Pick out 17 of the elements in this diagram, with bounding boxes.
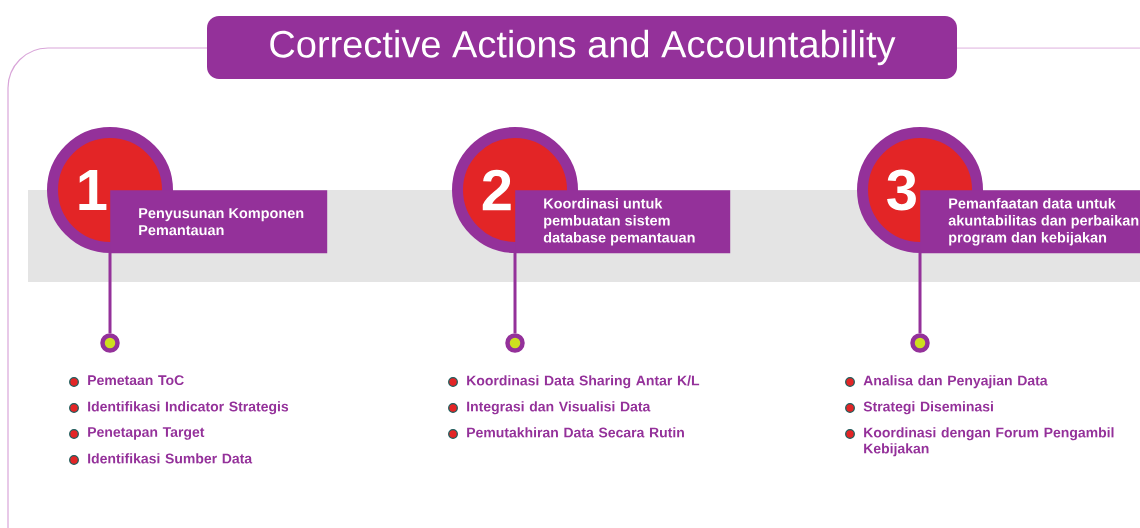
bullet-item: Penetapan Target xyxy=(88,427,205,440)
bullet-item: Identifikasi Indicator Strategis xyxy=(88,401,289,415)
connector-line xyxy=(108,253,112,334)
bullet-item: Identifikasi Sumber Data xyxy=(88,453,253,464)
title-banner: Corrective Actions and Accountability xyxy=(207,16,957,79)
connector-dot xyxy=(505,333,525,353)
bullet-item: Koordinasi dengan Forum Pengambil Kebijakan xyxy=(864,427,1114,457)
connector-line xyxy=(513,253,517,334)
connector-dot xyxy=(910,333,930,353)
bullet-item: Pemutakhiran Data Secara Rutin xyxy=(467,427,684,438)
connector-dot xyxy=(100,333,120,353)
bullet-item: Integrasi dan Visualisi Data xyxy=(467,401,651,415)
step-box: Koordinasi untuk pembuatan sistem database pemantauan xyxy=(515,190,731,254)
connector-line xyxy=(918,253,922,334)
bullet-item: Strategi Diseminasi xyxy=(863,401,993,415)
step-box: Pemanfaatan data untuk akuntabilitas dan perbaikan program dan kebijakan xyxy=(920,190,1140,254)
step-box: Penyusunan Komponen Pemantauan xyxy=(110,190,328,254)
